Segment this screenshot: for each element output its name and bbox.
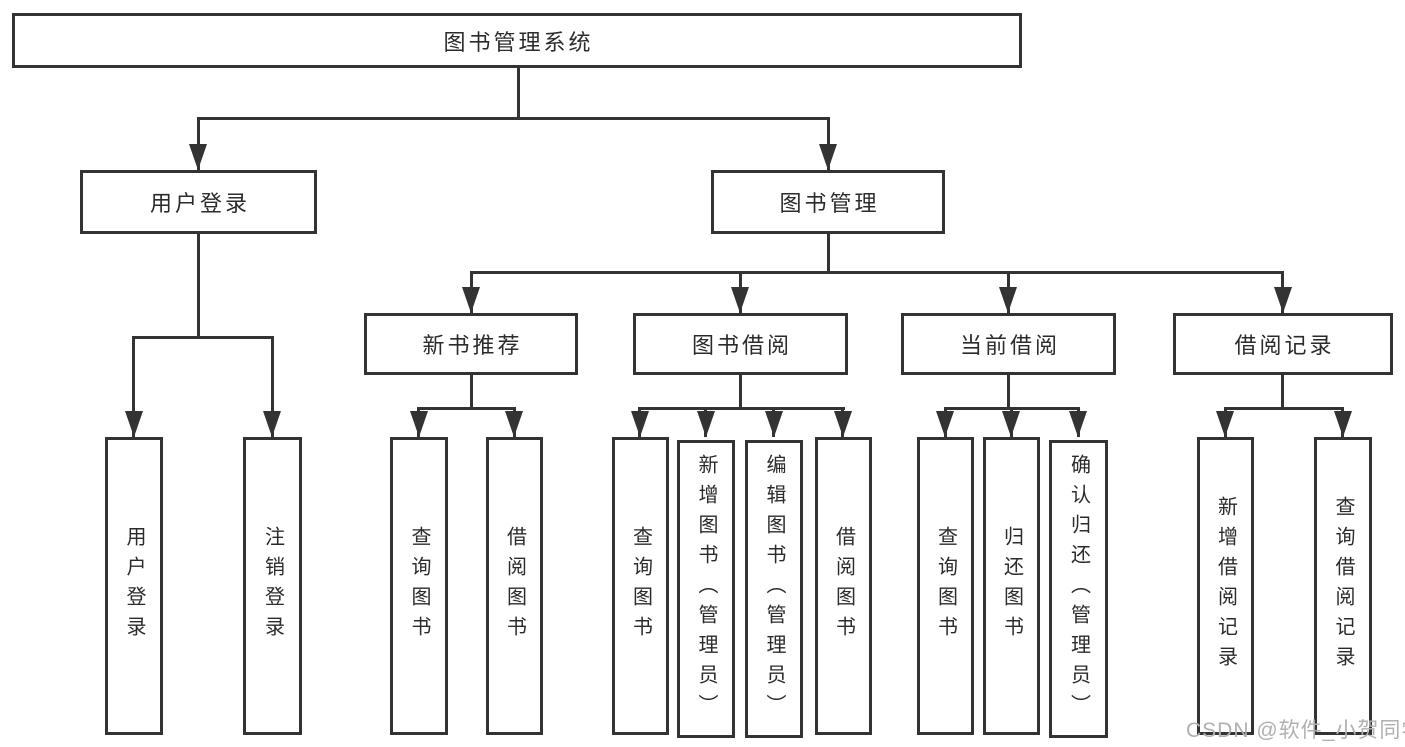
csdn-watermark: CSDN @软件_小贺同学 (1186, 719, 1405, 742)
leaf-query-books-recommend: 查询图书 (390, 437, 448, 735)
node-label: 查询借阅记录 (1332, 496, 1354, 676)
node-label: 新增图书（管理员） (695, 454, 717, 724)
leaf-edit-book-admin: 编辑图书（管理员） (745, 440, 803, 738)
arrowhead-down-icon (1002, 411, 1020, 437)
node-label: 新增借阅记录 (1214, 496, 1237, 676)
node-label: 用户登录 (123, 526, 145, 646)
node-new-book-recommend: 新书推荐 (364, 313, 578, 375)
connector-rail (132, 336, 274, 339)
node-label: 查询图书 (934, 526, 957, 646)
arrowhead-down-icon (631, 411, 649, 437)
leaf-borrow-books-recommend: 借阅图书 (486, 437, 543, 735)
node-label: 编辑图书（管理员） (763, 454, 785, 724)
connector-line (197, 117, 200, 170)
node-library-management-system: 图书管理系统 (12, 13, 1022, 68)
connector-line (132, 336, 135, 437)
connector-line (197, 234, 200, 339)
arrowhead-down-icon (819, 144, 837, 170)
node-label: 借阅图书 (503, 526, 526, 646)
arrowhead-down-icon (410, 411, 428, 437)
connector-root-stem (517, 68, 520, 120)
node-label: 图书管理 (779, 191, 880, 216)
arrowhead-down-icon (1069, 411, 1087, 437)
node-user-login: 用户登录 (80, 170, 317, 234)
arrowhead-down-icon (462, 287, 480, 313)
connector-line (739, 375, 742, 410)
connector-level3-rail (470, 271, 1284, 274)
node-label: 借阅记录 (1234, 333, 1335, 358)
node-label: 查询图书 (408, 526, 430, 646)
leaf-query-books-borrowing: 查询图书 (612, 437, 669, 735)
arrowhead-down-icon (125, 411, 143, 437)
leaf-query-books-current: 查询图书 (917, 437, 974, 735)
node-label: 注销登录 (261, 526, 284, 646)
connector-line (827, 117, 830, 170)
leaf-logout: 注销登录 (243, 437, 302, 735)
node-label: 新书推荐 (422, 333, 523, 358)
arrowhead-down-icon (505, 411, 523, 437)
connector-line (1281, 375, 1284, 410)
connector-rail (1224, 407, 1344, 410)
connector-line (271, 336, 274, 437)
node-book-borrowing: 图书借阅 (633, 313, 848, 375)
node-label: 图书管理系统 (443, 29, 594, 55)
leaf-add-book-admin: 新增图书（管理员） (677, 440, 735, 738)
leaf-confirm-return-admin: 确认归还（管理员） (1049, 440, 1108, 738)
node-label: 图书借阅 (691, 333, 792, 358)
arrowhead-down-icon (834, 411, 852, 437)
arrowhead-down-icon (697, 411, 715, 437)
connector-rail (638, 407, 845, 410)
arrowhead-down-icon (263, 411, 281, 437)
node-book-management: 图书管理 (711, 170, 945, 234)
node-borrowing-records: 借阅记录 (1173, 313, 1393, 375)
arrowhead-down-icon (999, 287, 1017, 313)
arrowhead-down-icon (1274, 287, 1292, 313)
node-label: 归还图书 (1000, 526, 1023, 646)
connector-line (827, 234, 830, 274)
leaf-query-borrow-record: 查询借阅记录 (1314, 437, 1372, 735)
node-label: 当前借阅 (959, 333, 1060, 358)
connector-line (470, 375, 473, 410)
leaf-borrow-books-borrowing: 借阅图书 (815, 437, 872, 735)
connector-line (1007, 375, 1010, 410)
node-label: 确认归还（管理员） (1067, 454, 1090, 724)
arrowhead-down-icon (189, 144, 207, 170)
node-label: 查询图书 (629, 526, 652, 646)
arrowhead-down-icon (936, 411, 954, 437)
leaf-return-books: 归还图书 (983, 437, 1040, 735)
leaf-user-login: 用户登录 (105, 437, 163, 735)
node-label: 借阅图书 (832, 526, 855, 646)
arrowhead-down-icon (765, 411, 783, 437)
node-label: 用户登录 (149, 191, 250, 216)
leaf-add-borrow-record: 新增借阅记录 (1197, 437, 1254, 735)
arrowhead-down-icon (731, 287, 749, 313)
arrowhead-down-icon (1334, 411, 1352, 437)
connector-rail (417, 407, 516, 410)
node-current-borrowing: 当前借阅 (901, 313, 1116, 375)
connector-level2-rail (197, 117, 830, 120)
arrowhead-down-icon (1216, 411, 1234, 437)
